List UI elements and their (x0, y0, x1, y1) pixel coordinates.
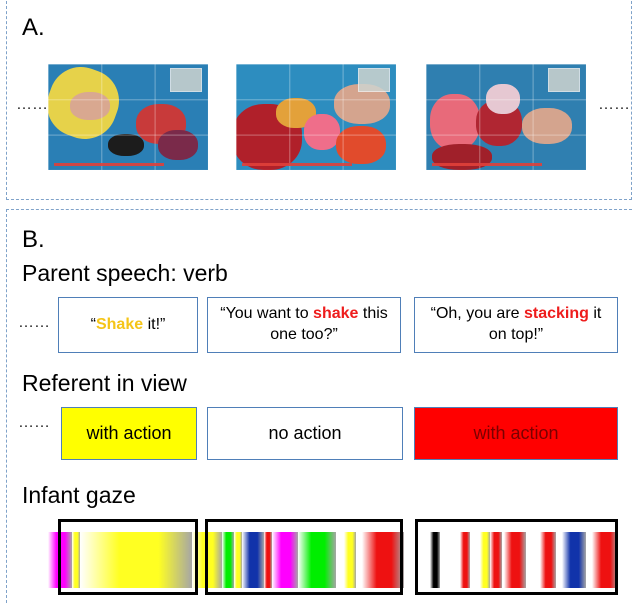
video-frame-1 (48, 64, 208, 170)
gaze-segment (242, 532, 264, 588)
gaze-window-3 (415, 519, 618, 595)
utterance-2: “You want to shake this one too?” (207, 297, 401, 353)
gaze-heading: Infant gaze (22, 482, 136, 508)
verb-stacking: stacking (524, 305, 589, 323)
gaze-segment (72, 532, 80, 588)
panel-b (6, 209, 632, 603)
panel-b-label: B. (22, 226, 45, 253)
gaze-segment (540, 532, 556, 588)
video-frame-3 (426, 64, 586, 170)
verb-shake-1: Shake (95, 315, 144, 333)
gaze-segment (480, 532, 490, 588)
gaze-segment (490, 532, 502, 588)
gaze-segment (264, 532, 272, 588)
gaze-segment (272, 532, 298, 588)
panel-a-label: A. (22, 14, 45, 41)
verb-shake-2: shake (313, 305, 359, 323)
referent-heading: Referent in view (22, 370, 187, 396)
gaze-window-2 (205, 519, 403, 595)
panel-a (6, 0, 632, 200)
gaze-segment (430, 532, 440, 588)
gaze-segment (362, 532, 404, 588)
ellipsis-left: …… (16, 96, 48, 113)
referent-3: with action (414, 407, 618, 460)
referent-2: no action (207, 407, 403, 460)
utterance-3: “Oh, you are stacking it on top!” (414, 297, 618, 353)
gaze-segment (222, 532, 234, 588)
referent-ellipsis: …… (18, 414, 50, 431)
utterance-1: “Shake it!” (58, 297, 198, 353)
gaze-window-1 (58, 519, 198, 595)
gaze-segment (344, 532, 356, 588)
gaze-segment (80, 532, 192, 588)
video-frame-2 (236, 64, 396, 170)
speech-heading: Parent speech: verb (22, 260, 228, 286)
gaze-segment (460, 532, 470, 588)
speech-ellipsis: …… (18, 314, 50, 331)
gaze-segment (298, 532, 336, 588)
gaze-segment (562, 532, 586, 588)
gaze-segment (234, 532, 242, 588)
gaze-segment (504, 532, 526, 588)
ellipsis-right: …… (598, 96, 630, 113)
gaze-segment (592, 532, 618, 588)
referent-1: with action (61, 407, 197, 460)
